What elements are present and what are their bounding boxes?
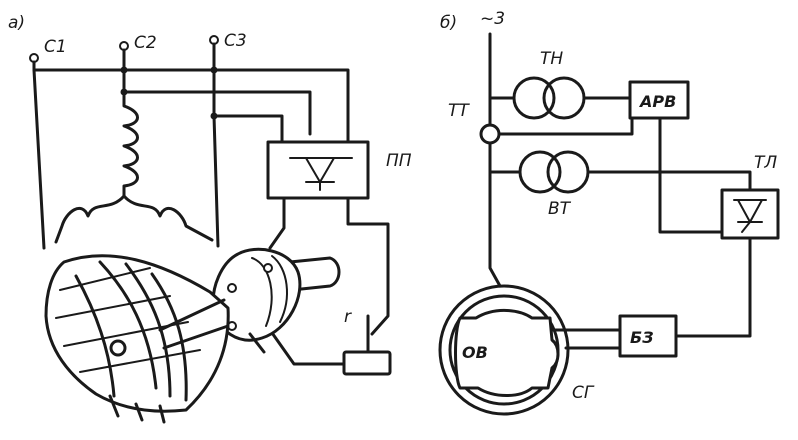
supply-label: ~3 [480,9,505,29]
current-transformer: ТТ [448,101,634,145]
terminal-c2-label: C2 [134,33,157,53]
terminal-c1: C1 [29,37,67,63]
rotor-slip-rings [44,247,341,424]
current-transformer-label: ТТ [448,101,470,121]
generator-label: СГ [572,383,595,403]
supply-line [488,32,502,288]
resistor-label: r [344,307,352,327]
rectifier-output-wiring [268,196,390,366]
stator-wiring [32,42,350,250]
voltage-transformer: ТН [488,49,632,120]
synchronous-generator: ОВ СГ [438,284,595,416]
terminal-c3: C3 [209,31,247,51]
resistor: r [342,307,392,376]
regulator-label: АРВ [638,92,676,111]
protection-block: БЗ [546,314,678,358]
aux-transformer: ВТ [488,150,752,219]
aux-transformer-label: ВТ [548,199,572,219]
field-winding-label: ОВ [462,343,488,362]
thyristor-block: ТЛ [674,153,780,338]
terminal-c2: C2 [119,33,157,53]
rectifier-label: ПП [386,151,412,171]
regulator-block: АРВ [628,80,728,234]
terminal-c1-label: C1 [44,37,67,57]
rectifier-block: ПП [266,140,412,200]
protection-block-label: БЗ [630,328,654,347]
thyristor-label: ТЛ [754,153,777,173]
terminal-c3-label: C3 [224,31,247,51]
panel-a-label: а) [8,13,25,33]
voltage-transformer-label: ТН [540,49,563,69]
stator-winding [54,90,214,244]
panel-b-label: б) [440,13,457,33]
